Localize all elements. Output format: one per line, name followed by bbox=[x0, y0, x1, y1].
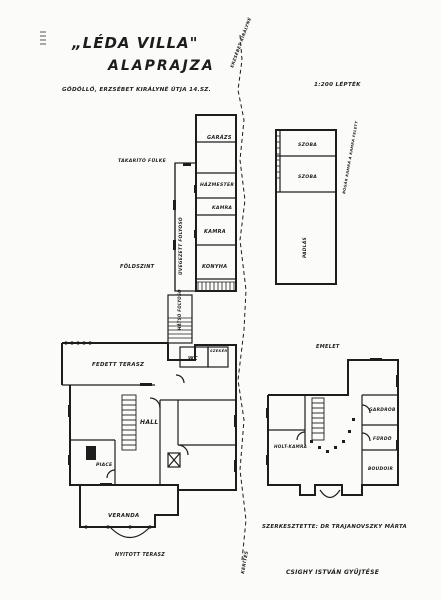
plan-title: „LÉDA VILLA" bbox=[71, 33, 198, 52]
ground-floor-label: FÖLDSZINT bbox=[120, 263, 155, 270]
attic-label: PADLÁS bbox=[301, 237, 308, 258]
upper-room-boudoir: BOUDOIR bbox=[368, 466, 393, 472]
attic-plan bbox=[275, 129, 337, 285]
service-wing bbox=[173, 114, 237, 292]
margin-marks bbox=[40, 31, 46, 45]
plan-subtitle: ALAPRAJZA bbox=[107, 58, 215, 74]
address-line: GÖDÖLLŐ, ERZSÉBET KIRÁLYNÉ ÚTJA 14.SZ. bbox=[62, 85, 211, 93]
label-covered-corridor: ÜVEGEZETT FOLYOSÓ bbox=[177, 217, 184, 275]
credit-editor: SZERKESZTETTE: DR TRAJANOVSZKY MÁRTA bbox=[262, 523, 407, 530]
room-room: KAMRA bbox=[204, 229, 226, 235]
fence-label: KERÍTÉS bbox=[238, 550, 250, 574]
room-veranda: VERANDA bbox=[108, 513, 139, 519]
main-house bbox=[61, 341, 237, 539]
fence-line bbox=[237, 34, 247, 561]
upper-floor-plan bbox=[266, 358, 399, 499]
scale-note: 1:200 LÉPTÉK bbox=[314, 80, 361, 88]
back-corridor bbox=[167, 294, 193, 344]
upper-room-maid: HOLT-KAMRA bbox=[274, 444, 307, 449]
room-hall: HALL bbox=[140, 419, 159, 426]
room-housekeeper: HÁZMESTER bbox=[200, 181, 234, 188]
upper-room-bath: FÜRDŐ bbox=[373, 435, 392, 442]
main-staircase bbox=[121, 394, 137, 451]
attic-note: BOGÁR KAMRÁ A KAMRA FELETT bbox=[341, 120, 359, 194]
attic-room-top: SZOBA bbox=[298, 142, 317, 148]
attic-room-mid: SZOBA bbox=[298, 174, 317, 180]
room-fireplace: PIACE bbox=[96, 462, 113, 468]
label-kitchen-yard: TAKARÍTÓ FÜLKE bbox=[118, 157, 167, 164]
upper-floor-label: EMELET bbox=[316, 344, 340, 350]
room-pantry: KAMRA bbox=[212, 205, 232, 211]
room-kitchen: KONYHA bbox=[202, 264, 227, 270]
room-garage: GARÁZS bbox=[207, 134, 232, 141]
room-cart-shed: SZEKÉR bbox=[210, 348, 227, 353]
label-back-door: HÁTSÓ FOLYOSÓ bbox=[177, 289, 182, 330]
credit-collection: CSIGHY ISTVÁN GYŰJTÉSE bbox=[286, 568, 380, 576]
room-open-terrace: NYITOTT TERASZ bbox=[115, 552, 165, 558]
room-covered-terrace: FEDETT TERASZ bbox=[92, 362, 144, 368]
upper-room-wardrobe: GARDRÓB bbox=[369, 406, 396, 413]
room-wc: WC bbox=[188, 356, 198, 362]
